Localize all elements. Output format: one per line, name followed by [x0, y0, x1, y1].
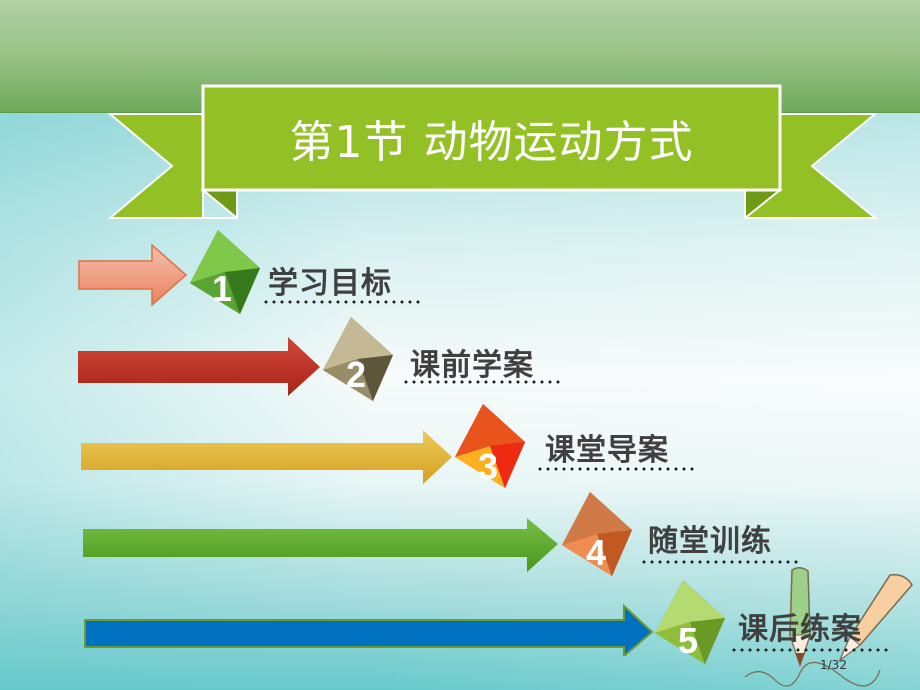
- dotted-underline-3: [536, 467, 698, 471]
- item-number-4: 4: [585, 532, 607, 573]
- item-number-1: 1: [211, 268, 233, 309]
- title-ribbon: [107, 84, 878, 221]
- page-indicator: 1/32: [820, 658, 847, 672]
- menu-item-4[interactable]: 随堂训练: [648, 524, 772, 559]
- menu-item-2[interactable]: 课前学案: [410, 348, 534, 383]
- dotted-underline-2: [402, 380, 564, 384]
- arrow-1: [78, 244, 188, 306]
- cube-2-icon: [323, 317, 393, 401]
- slide-title: 第1节 动物运动方式: [289, 117, 694, 168]
- cube-1-icon: [190, 230, 260, 314]
- arrow-5: [84, 604, 654, 656]
- dotted-underline-1: [262, 300, 424, 304]
- dotted-underline-4: [640, 560, 802, 564]
- item-number-3: 3: [477, 446, 499, 487]
- arrow-3: [81, 430, 452, 484]
- cube-5-icon: [655, 580, 725, 664]
- arrow-4: [83, 518, 558, 572]
- dotted-underline-5: [730, 648, 892, 652]
- arrow-2: [78, 337, 320, 396]
- menu-item-1[interactable]: 学习目标: [268, 266, 392, 301]
- cube-3-icon: [455, 404, 525, 488]
- item-number-2: 2: [345, 354, 367, 395]
- menu-item-3[interactable]: 课堂导案: [545, 433, 669, 468]
- item-number-5: 5: [677, 620, 699, 661]
- menu-item-5[interactable]: 课后练案: [738, 612, 862, 647]
- cube-4-icon: [562, 492, 632, 576]
